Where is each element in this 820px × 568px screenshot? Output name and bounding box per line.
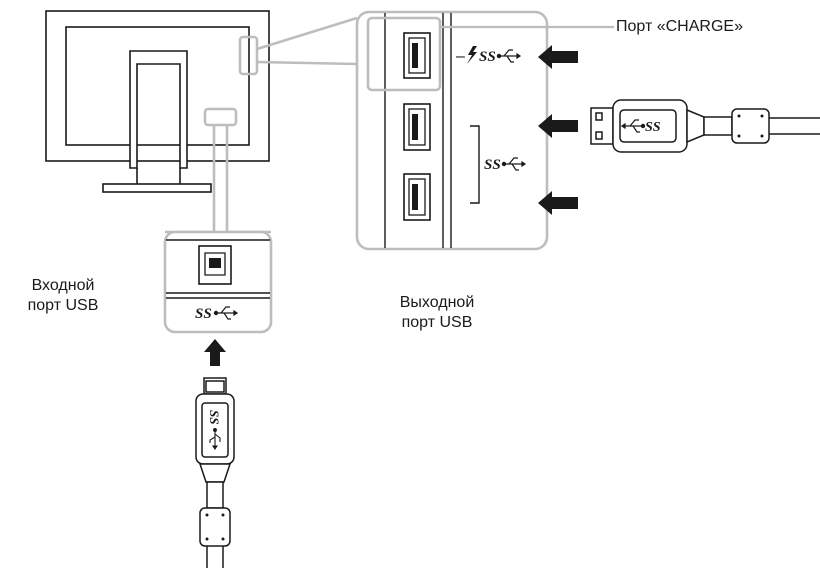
usb-b-port-icon	[198, 245, 232, 285]
arrow-left-icon	[538, 114, 578, 138]
monitor-screen	[65, 26, 250, 146]
plug-b-ss-logo: SS	[207, 410, 222, 424]
callout-line-side	[256, 16, 358, 51]
usb-a-cable	[590, 99, 820, 153]
upstream-usb-logo: SS	[195, 306, 239, 322]
downstream-label-line1: Выходной	[399, 294, 475, 311]
downstream-usb-logo: SS	[484, 157, 527, 173]
downstream-panel: – SS SS	[355, 10, 614, 251]
arrow-left-icon	[538, 45, 578, 69]
usb-a-port-3	[403, 173, 431, 221]
usb-trident-icon	[501, 157, 527, 171]
upstream-port-label: Входной порт USB	[8, 276, 118, 316]
charge-dash: –	[456, 48, 465, 65]
charge-usb-logo: – SS	[456, 46, 522, 65]
downstream-label-line2: порт USB	[401, 314, 473, 331]
callout-line-bottom	[165, 125, 216, 234]
usb-trident-icon	[496, 49, 522, 63]
ferrite-core-right	[731, 108, 770, 144]
plug-ss-logo: SS	[645, 120, 661, 135]
usb-a-port-2	[403, 103, 431, 151]
usb-b-cable	[195, 377, 235, 568]
arrow-left-icon	[538, 191, 578, 215]
insert-arrows	[538, 45, 578, 215]
monitor-illustration	[45, 10, 270, 193]
usb-a-port-charge	[403, 32, 431, 79]
usb-b-plug-logo: SS	[207, 410, 222, 450]
ferrite-core-bottom	[199, 507, 231, 547]
callout-line-side-2	[256, 60, 358, 66]
upstream-label-line2: порт USB	[27, 297, 99, 314]
charge-port-label: Порт «CHARGE»	[616, 18, 743, 35]
callout-highlights	[165, 16, 358, 234]
lightning-bolt-icon	[467, 46, 477, 64]
upstream-label-line1: Входной	[31, 277, 95, 294]
downstream-bracket	[470, 125, 480, 204]
usb-trident-icon	[213, 306, 239, 320]
arrow-up-icon	[204, 339, 226, 366]
upstream-panel: SS	[163, 230, 273, 334]
charge-port-highlight	[366, 16, 442, 92]
downstream-ss-logo: SS	[484, 157, 501, 173]
monitor-stand-neck	[129, 50, 188, 169]
monitor-stand-base	[102, 183, 212, 193]
charge-ss-logo: SS	[479, 49, 496, 65]
bottom-port-highlight	[203, 107, 238, 127]
usb-trident-icon	[620, 119, 646, 133]
usb-trident-icon	[209, 428, 221, 450]
monitor-bezel	[45, 10, 270, 162]
side-port-highlight	[238, 35, 259, 76]
usb-a-plug-logo: SS	[620, 119, 661, 135]
upstream-ss-logo: SS	[195, 306, 212, 322]
downstream-port-label: Выходной порт USB	[382, 293, 492, 333]
